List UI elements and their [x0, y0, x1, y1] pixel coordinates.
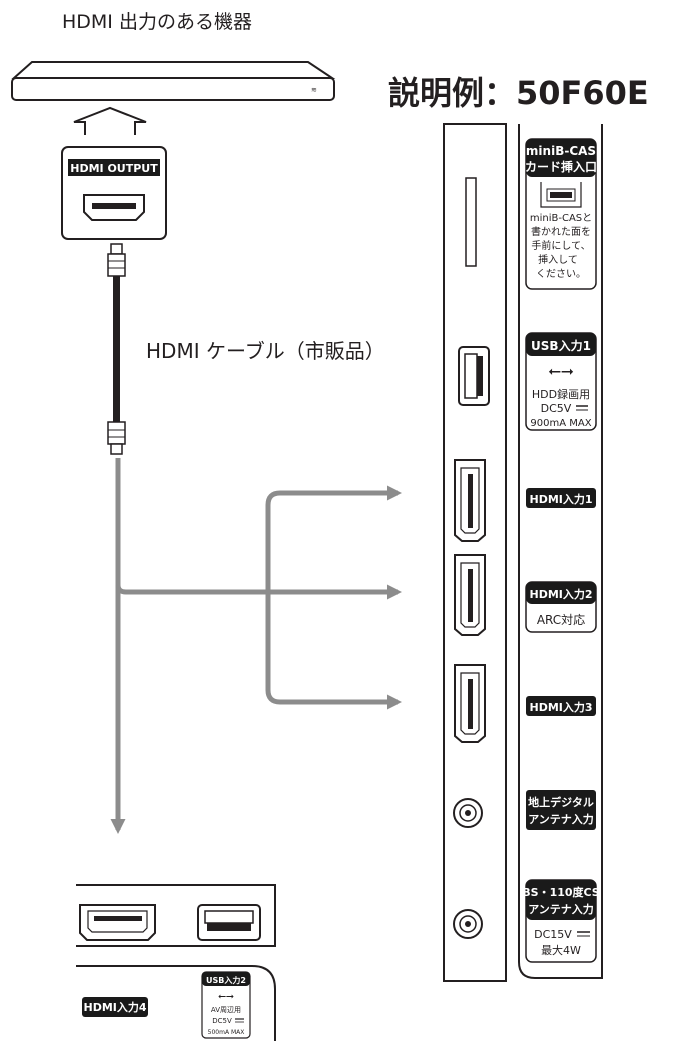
svg-text:ARC対応: ARC対応	[537, 613, 585, 627]
terrestrial-antenna-port	[453, 798, 483, 828]
svg-text:挿入して: 挿入して	[538, 253, 578, 266]
svg-text:HDMI入力3: HDMI入力3	[529, 700, 592, 714]
svg-text:アンテナ入力: アンテナ入力	[528, 812, 594, 826]
hdmi4-label: HDMI入力4	[83, 1000, 146, 1014]
svg-text:AV周辺用: AV周辺用	[211, 1006, 241, 1014]
cable-caption: HDMI ケーブル（市販品）	[146, 339, 385, 363]
svg-text:DC5V: DC5V	[541, 402, 572, 415]
svg-text:500mA MAX: 500mA MAX	[208, 1029, 245, 1036]
arrow-to-hdmi3	[265, 592, 402, 710]
source-device: ≋	[11, 61, 336, 101]
usb-icon: ⭠⭢	[548, 361, 574, 380]
hdmi3-label: HDMI入力3	[526, 696, 596, 716]
svg-text:miniB-CAS: miniB-CAS	[526, 144, 596, 158]
svg-text:miniB-CASと: miniB-CASと	[530, 212, 592, 224]
arrow-to-hdmi2	[115, 584, 402, 600]
terrestrial-label: 地上デジタル アンテナ入力	[526, 790, 596, 830]
usb1-port	[458, 346, 490, 406]
output-arrow-icon	[73, 106, 147, 135]
bs-label: BS・110度CS アンテナ入力 DC15V 最大4W	[522, 879, 600, 963]
svg-text:DC15V: DC15V	[534, 928, 572, 941]
usb-icon: ⭠⭢	[218, 991, 234, 1002]
usb2-label: USB入力2	[206, 975, 246, 985]
hdmi1-label: HDMI入力1	[526, 488, 596, 508]
tv-side-panel	[443, 123, 507, 982]
svg-text:BS・110度CS: BS・110度CS	[522, 885, 600, 899]
minib-cas-label: miniB-CAS カード挿入口 miniB-CASと 書かれた面を 手前にして…	[525, 138, 597, 290]
svg-text:アンテナ入力: アンテナ入力	[528, 902, 594, 916]
usb1-label: USB入力1 ⭠⭢ HDD録画用 DC5V 900mA MAX	[525, 332, 597, 431]
svg-text:書かれた面を: 書かれた面を	[531, 225, 591, 238]
svg-text:HDMI入力1: HDMI入力1	[529, 492, 592, 506]
hdmi2-label: HDMI入力2 ARC対応	[525, 581, 597, 633]
bluray-logo-icon: ≋	[311, 86, 317, 94]
hdmi-cable	[107, 243, 126, 455]
usb2-port	[197, 904, 261, 941]
hdmi-output-port: HDMI OUTPUT	[61, 146, 167, 240]
svg-text:最大4W: 最大4W	[541, 943, 581, 957]
svg-text:地上デジタル: 地上デジタル	[528, 795, 594, 809]
hdmi3-port	[454, 664, 486, 743]
bs-antenna-port	[453, 909, 483, 939]
bottom-panel: HDMI入力4 USB入力2 ⭠⭢ AV周辺用 DC5V 500mA MAX	[76, 884, 276, 1041]
svg-text:USB入力1: USB入力1	[531, 338, 591, 353]
example-title: 説明例：50F60E	[388, 74, 649, 112]
svg-text:手前にして、: 手前にして、	[531, 239, 590, 252]
hdmi4-port	[79, 904, 156, 941]
card-slot	[465, 177, 477, 267]
svg-text:900mA MAX: 900mA MAX	[530, 418, 591, 429]
svg-text:DC5V: DC5V	[212, 1017, 232, 1025]
hdmi-output-label: HDMI OUTPUT	[70, 162, 158, 175]
svg-text:HDD録画用: HDD録画用	[532, 387, 590, 401]
source-device-caption: HDMI 出力のある機器	[62, 11, 252, 33]
card-icon	[550, 192, 572, 198]
svg-text:HDMI入力2: HDMI入力2	[529, 587, 592, 601]
hdmi2-port	[454, 554, 486, 636]
hdmi1-port	[454, 459, 486, 542]
arrow-to-hdmi1	[265, 485, 402, 592]
svg-text:カード挿入口: カード挿入口	[525, 159, 597, 174]
routing-arrows	[110, 458, 402, 834]
svg-text:ください。: ください。	[536, 268, 586, 280]
